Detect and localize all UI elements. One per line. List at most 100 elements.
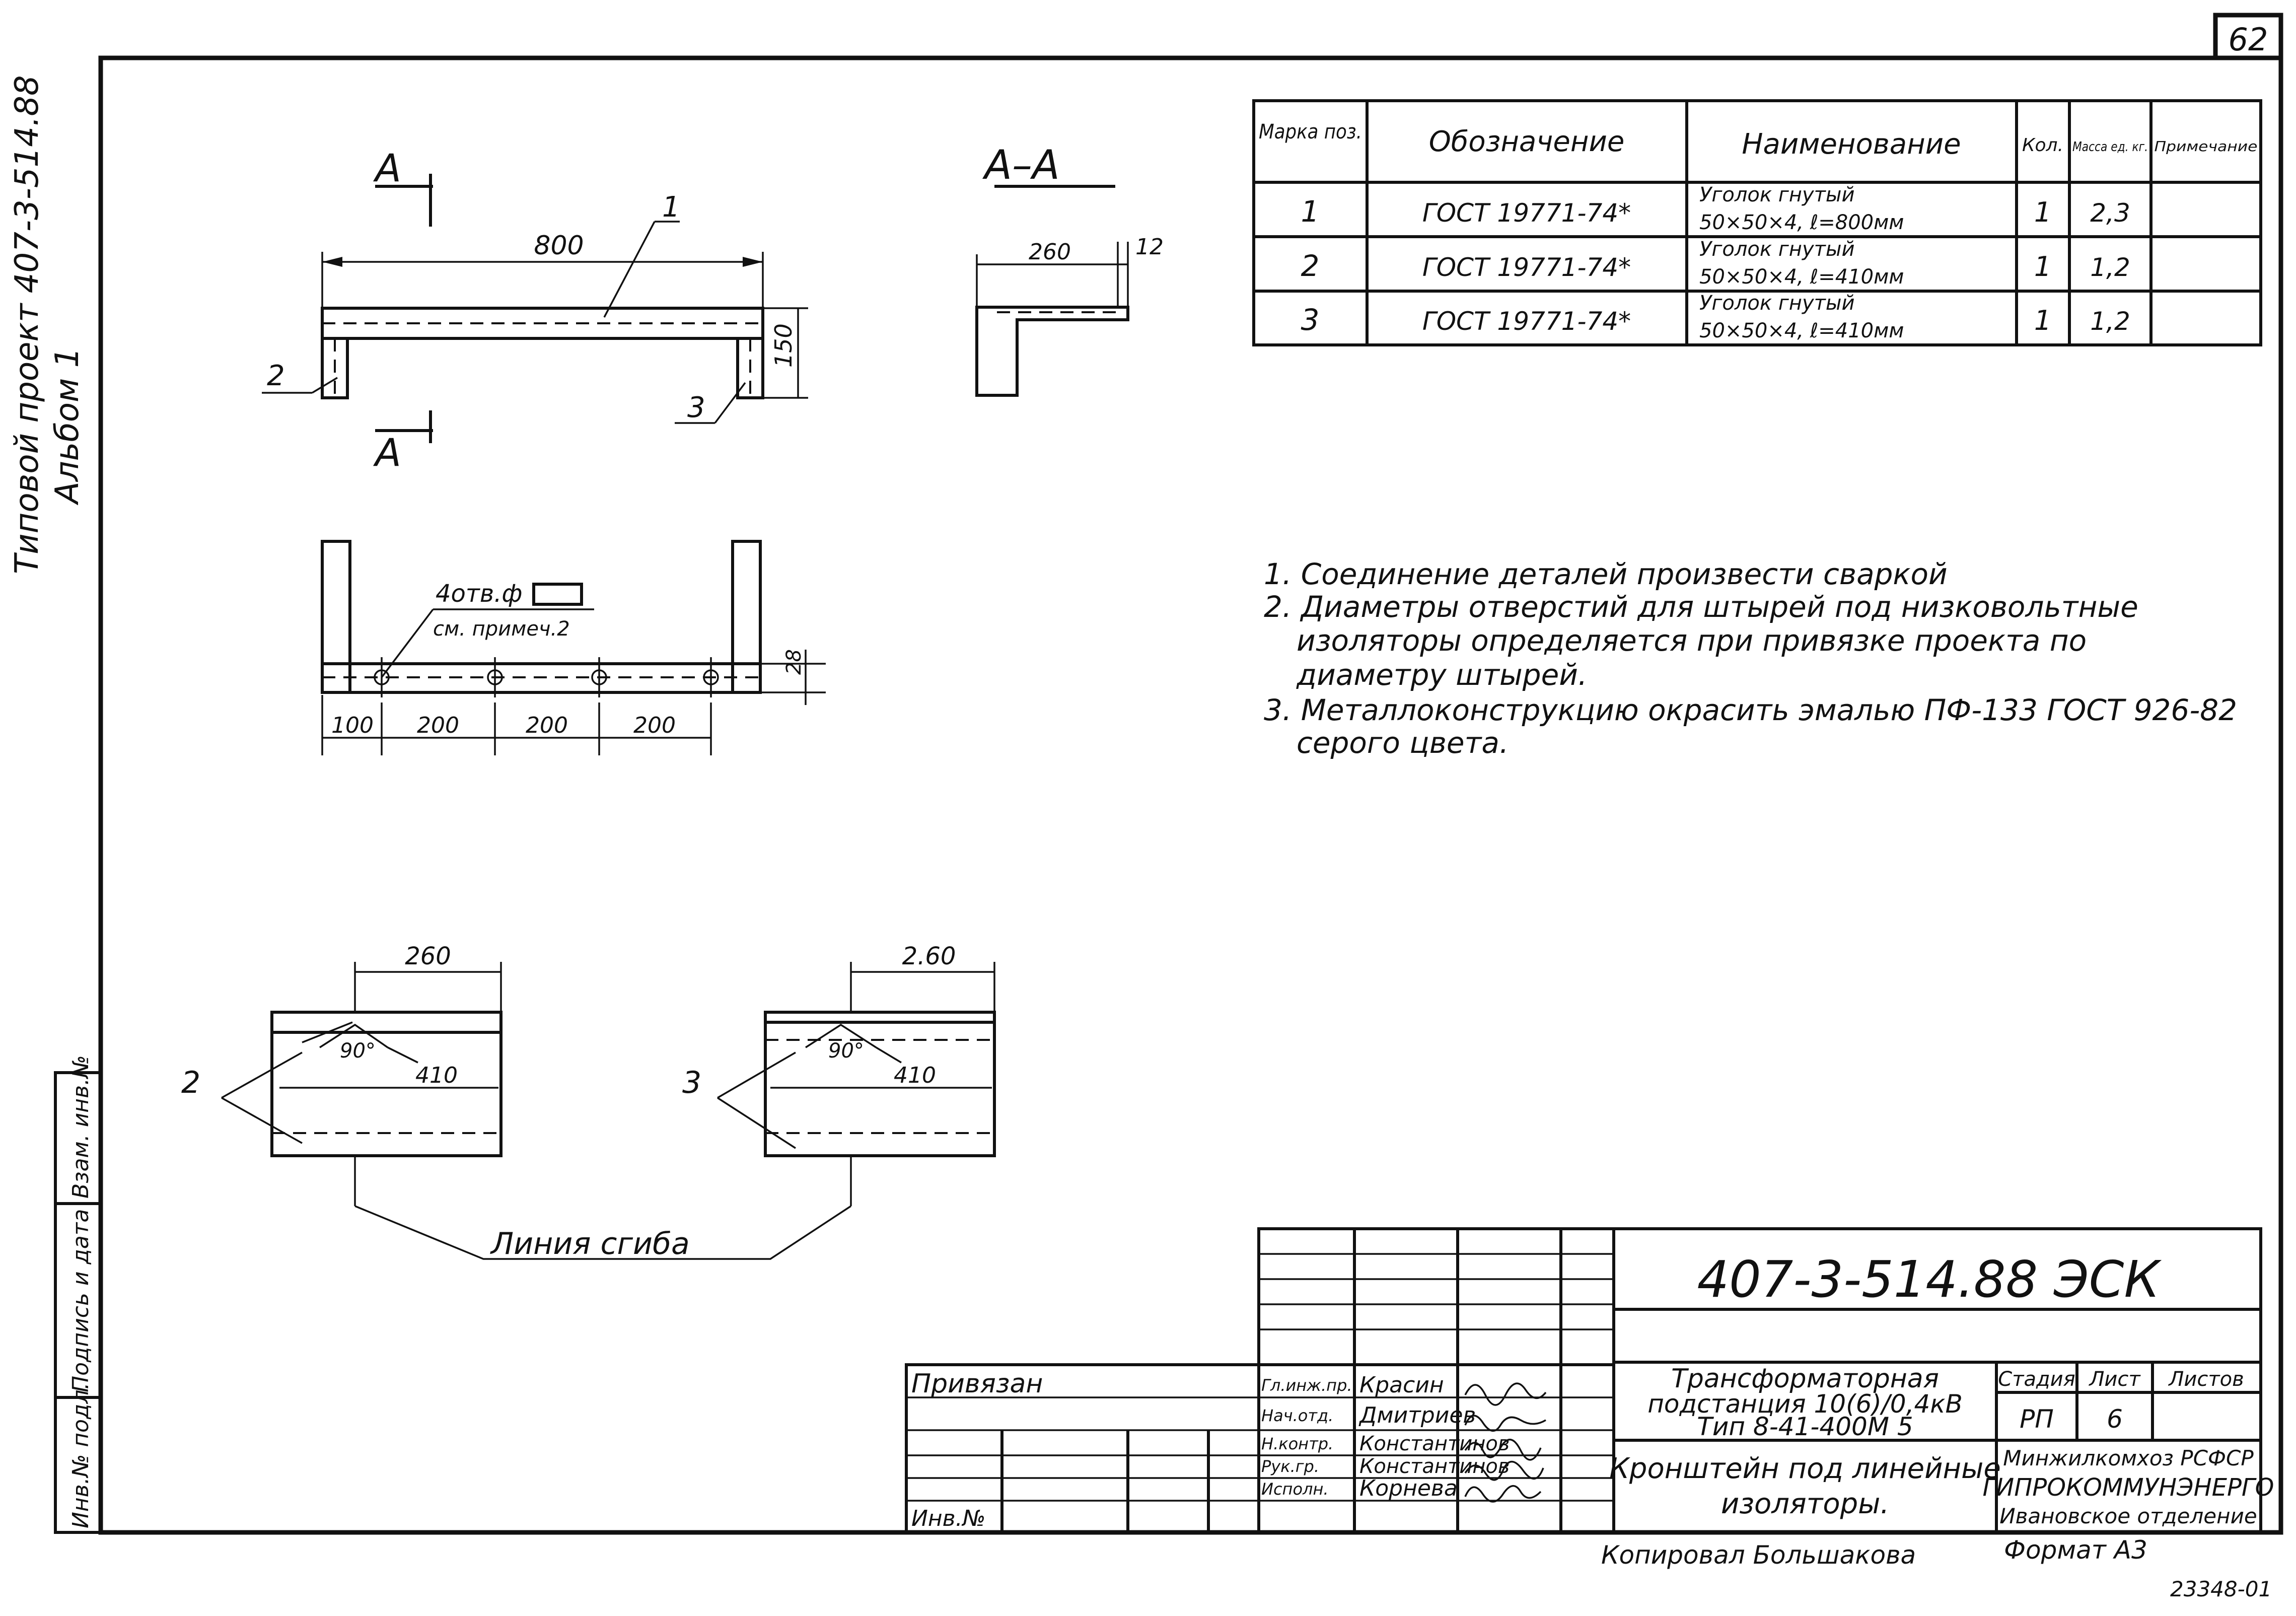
pos-3-bottom-label: 3 [682,1065,701,1100]
spec-header-qty: Кол. [2022,135,2063,156]
note-line: серого цвета. [1297,726,1509,760]
spec-header-pos: Марка поз. [1259,120,1362,144]
sheet-number-box [2213,13,2283,60]
side-title-line1: Типовой проект 407-3-514.88 [9,75,46,574]
doc-code: 407-3-514.88 ЭСК [1697,1250,2162,1309]
role-executor: Исполн. [1261,1480,1329,1499]
drawing-frame [98,55,2283,1535]
role-norm-control: Н.контр. [1261,1434,1333,1453]
note-line: 2. Диаметры отверстий для штырей под низ… [1264,590,2138,624]
angle-90-a: 90° [340,1039,376,1063]
blank-pos-2: 90° 410 260 2 [181,942,503,1157]
bound-label: Привязан [911,1369,1043,1399]
name-norm-control: Константинов [1359,1432,1510,1455]
side-stamp-inv-replace: Взам. инв.№ [68,1055,94,1199]
sheets-label: Листов [2168,1368,2244,1391]
spec-row-mass: 1,2 [2090,253,2130,282]
dim-height-28: 28 [782,649,806,675]
org-line-3: Ивановское отделение [1999,1504,2257,1528]
spec-header-designation: Обозначение [1429,125,1625,158]
spec-row-name-2: 50×50×4, ℓ=800мм [1699,211,1904,234]
dim-section-260: 260 [1029,239,1071,265]
spec-table: Марка поз. Обозначение Наименование Кол.… [1252,99,2262,346]
spec-header-note: Примечание [2155,138,2258,155]
section-mark-bottom: A [373,430,401,475]
role-chief-engineer: Гл.инж.пр. [1261,1376,1352,1395]
spec-row-name-1: Уголок гнутый [1699,183,1855,206]
drawing-name-line-1: Кронштейн под линейные [1609,1452,2001,1485]
name-group-lead: Константинов [1359,1455,1510,1478]
archive-number: 23348-01 [2170,1577,2272,1601]
general-notes: 1. Соединение деталей произвести сваркой… [1264,557,2237,760]
spec-row-name-2: 50×50×4, ℓ=410мм [1699,319,1904,342]
dim-section-12: 12 [1135,234,1164,260]
spec-row-mass: 2,3 [2090,198,2130,228]
pos-2-top-label: 2 [267,360,285,392]
note-line: 3. Металлоконструкцию окрасить эмалью ПФ… [1264,693,2237,727]
dim-pitch-200-3: 200 [633,713,676,738]
paper-format: Формат А3 [2004,1535,2147,1565]
dim-pitch-200-1: 200 [417,713,459,738]
dim-pitch-200-2: 200 [526,713,568,738]
bend-line-label: Линия сгиба [490,1226,690,1261]
holes-note-ref: см. примеч.2 [433,617,570,641]
bend-line-leader: Линия сгиба [354,1156,852,1261]
spec-row-name-2: 50×50×4, ℓ=410мм [1699,265,1904,289]
note-line: диаметру штырей. [1296,658,1587,692]
sheet-value: 6 [2107,1404,2123,1434]
spec-row-designation: ГОСТ 19771-74* [1422,307,1631,336]
copied-by: Копировал Большакова [1601,1540,1916,1570]
spec-row: 2 ГОСТ 19771-74* Уголок гнутый 50×50×4, … [1301,238,2130,289]
name-chief-engineer: Красин [1359,1372,1444,1398]
stage-label: Стадия [1998,1368,2075,1391]
stage-value: РП [2020,1404,2054,1434]
sheet-number: 62 [2229,21,2268,58]
object-line-3: Тип 8-41-400М 5 [1697,1412,1913,1441]
role-dept-head: Нач.отд. [1261,1406,1333,1425]
spec-row-name-1: Уголок гнутый [1699,292,1855,315]
blank-260-b: 2.60 [902,942,956,970]
holes-note: 4отв.ф [436,580,522,608]
spec-row-pos: 1 [1301,194,1320,229]
side-stamp-signature-date: Подпись и дата [68,1209,94,1392]
spec-header-mass: Масса ед. кг. [2072,139,2148,155]
spec-row-qty: 1 [2034,251,2051,283]
dim-pitch-100: 100 [331,713,374,738]
org-line-2: ГИПРОКОММУНЭНЕРГО [1983,1473,2274,1502]
signatures [1464,1382,1547,1503]
side-title-line2: Альбом 1 [49,347,86,506]
front-view: 800 150 1 2 3 A A [262,146,808,475]
spec-header-name: Наименование [1742,128,1961,161]
sheet-label: Лист [2088,1368,2141,1391]
plan-view: 4отв.ф см. примеч.2 28 100 200 200 200 [321,540,826,755]
section-title: A–A [982,142,1059,188]
section-a-a-view: A–A 260 12 [975,142,1164,397]
object-line-1: Трансформаторная [1671,1364,1939,1394]
inv-label: Инв.№ [911,1506,985,1531]
dim-height-150: 150 [770,323,797,368]
spec-row: 3 ГОСТ 19771-74* Уголок гнутый 50×50×4, … [1301,292,2130,342]
spec-row-designation: ГОСТ 19771-74* [1422,198,1631,228]
side-stamp: Инв.№ подл. Подпись и дата Взам. инв.№ [54,1055,102,1534]
len-410-a: 410 [415,1063,458,1088]
side-stamp-inv-orig: Инв.№ подл. [68,1382,94,1528]
note-line: изоляторы определяется при привязке прое… [1297,623,2087,658]
title-block: Привязан Инв.№ Гл.инж.пр. Красин Нач.отд… [905,1227,2274,1534]
section-mark-top: A [373,146,401,190]
spec-row-mass: 1,2 [2090,307,2130,336]
spec-row: 1 ГОСТ 19771-74* Уголок гнутый 50×50×4, … [1301,183,2130,234]
drawing-name-line-2: изоляторы. [1721,1488,1889,1520]
spec-row-designation: ГОСТ 19771-74* [1422,253,1631,282]
role-group-lead: Рук.гр. [1261,1457,1319,1476]
spec-row-name-1: Уголок гнутый [1699,238,1855,261]
angle-90-b: 90° [828,1039,864,1063]
pos-3-top-label: 3 [687,391,705,424]
spec-row-qty: 1 [2034,305,2051,336]
note-line: 1. Соединение деталей произвести сваркой [1264,557,1948,591]
name-dept-head: Дмитриев [1358,1402,1476,1428]
spec-row-pos: 2 [1301,249,1320,283]
pos-2-bottom-label: 2 [181,1065,200,1100]
blank-pos-3: 90° 410 2.60 3 [682,942,996,1157]
dim-length-800: 800 [534,231,584,261]
